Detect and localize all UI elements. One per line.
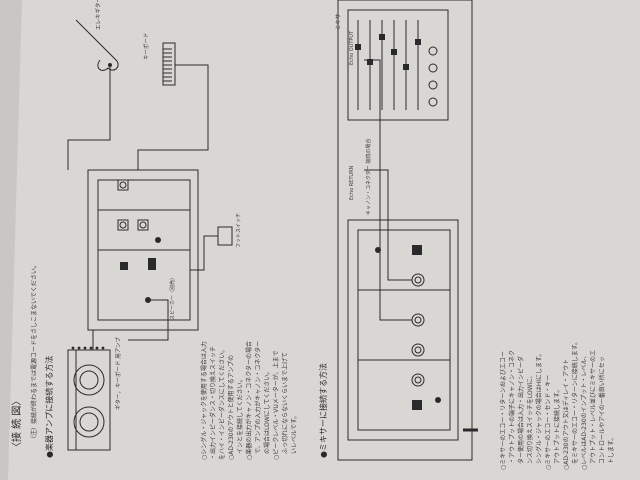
guitar-amp-box bbox=[67, 349, 111, 451]
svg-text:○シングル・ジャックを使用する場合は入力: ○シングル・ジャックを使用する場合は入力 bbox=[200, 341, 208, 460]
notes-amp: ○シングル・ジャックを使用する場合は入力 ・出力インピーダンス・切り換えスイッチ… bbox=[200, 341, 298, 460]
intro-note: （注）接続が終わるまでは電源コードをさしこまないでください。 bbox=[30, 262, 38, 442]
keyboard-label: キーボード bbox=[142, 32, 150, 60]
svg-text:ター使用の場合は入力・出力インピーダ: ター使用の場合は入力・出力インピーダ bbox=[517, 356, 525, 470]
svg-text:・アウトプットの端子にキャノン・コネク: ・アウトプットの端子にキャノン・コネク bbox=[508, 350, 516, 470]
keyboard-cable bbox=[137, 64, 209, 170]
svg-text:トします。: トします。 bbox=[608, 435, 615, 470]
svg-text:シングル・ジャックの場合はHIにします。: シングル・ジャックの場合はHIにします。 bbox=[535, 351, 543, 470]
svg-text:○ミキサーのエコー・リターンおよびエコー: ○ミキサーのエコー・リターンおよびエコー bbox=[499, 351, 507, 470]
svg-text:インとを接続してください。: インとを接続してください。 bbox=[236, 376, 244, 460]
section-amp-heading: ●楽器アンプに接続する方法 bbox=[44, 356, 54, 458]
svg-text:○AD-230のアウトと使用するアンプの: ○AD-230のアウトと使用するアンプの bbox=[227, 355, 235, 460]
svg-text:・出力インピーダンス・切り換えスイッチ: ・出力インピーダンス・切り換えスイッチ bbox=[209, 346, 217, 460]
guitar-cable bbox=[67, 65, 111, 170]
mixer-jacks bbox=[428, 46, 438, 107]
page-title-heading: 〈接 続 図〉 bbox=[10, 396, 23, 452]
echo-return-cable bbox=[364, 169, 412, 281]
amp-knobs bbox=[71, 346, 105, 350]
keyboard bbox=[162, 42, 176, 86]
svg-text:の場合はLOWにしてください。: の場合はLOWにしてください。 bbox=[263, 369, 271, 460]
speaker-label: スピーカー（別売） bbox=[169, 275, 176, 320]
svg-text:○レベルはAD-230のインプット・レベル、: ○レベルはAD-230のインプット・レベル、 bbox=[581, 353, 588, 470]
svg-text:○ミキサーのエコー・センド・キー: ○ミキサーのエコー・センド・キー bbox=[545, 375, 552, 470]
svg-text:で、アンプの入力がキャノン・コネクター: で、アンプの入力がキャノン・コネクター bbox=[254, 341, 262, 460]
mixer-faders bbox=[355, 20, 421, 110]
svg-text:アウトプット・レベル並びにミキサーのエ: アウトプット・レベル並びにミキサーのエ bbox=[589, 350, 597, 470]
svg-text:○ピークレベル・VUメーターが、上まで: ○ピークレベル・VUメーターが、上まで bbox=[272, 350, 280, 460]
svg-text:をミキサーのエコー・リターンに接続します。: をミキサーのエコー・リターンに接続します。 bbox=[571, 339, 579, 470]
svg-text:ふっ切れにならないくらいまで上げて: ふっ切れにならないくらいまで上げて bbox=[281, 352, 289, 460]
unit-jacks-top bbox=[117, 179, 161, 303]
svg-text:○楽器の出力がキャノン・コネクターの場合: ○楽器の出力がキャノン・コネクターの場合 bbox=[245, 341, 253, 460]
electric-guitar bbox=[75, 19, 119, 71]
cable-note: キャノン・コネクター 接続の場合 bbox=[365, 139, 372, 215]
ad230-unit-top bbox=[87, 169, 199, 331]
echo-output-label: Echo OUTPUT bbox=[349, 30, 355, 65]
svg-text:○AD-230のアウト又はディレイ・アウト: ○AD-230のアウト又はディレイ・アウト bbox=[562, 359, 570, 470]
diagram-mixer: キャノン・コネクター 接続の場合 bbox=[335, 0, 478, 461]
mixer-label: ミキサー bbox=[335, 8, 342, 30]
guitar-label: エレキギター bbox=[94, 0, 102, 30]
diagram-instrument-amp: ギター，キーボード 用アンプ フットスイッチ スピーカー（別売 bbox=[67, 0, 242, 451]
amp-speaker-left bbox=[73, 406, 105, 438]
svg-text:コントロールやアイの一番良い所にセッ: コントロールやアイの一番良い所にセッ bbox=[598, 356, 606, 470]
footswitch-cable bbox=[190, 235, 218, 271]
svg-text:をハイ・インピーダンスにしてください。: をハイ・インピーダンスにしてください。 bbox=[218, 347, 226, 460]
page-edge-shadow bbox=[0, 0, 22, 480]
amp-label: ギター，キーボード 用アンプ bbox=[114, 337, 122, 410]
mixer-box bbox=[347, 9, 449, 121]
svg-text:いレベルです。: いレベルです。 bbox=[291, 413, 298, 460]
footswitch-label: フットスイッチ bbox=[236, 213, 242, 248]
rotated-page-content: 〈接 続 図〉 （注）接続が終わるまでは電源コードをさしこまないでください。 ●… bbox=[10, 0, 478, 461]
mixer-diagram-frame bbox=[337, 0, 473, 461]
notes-mixer-block: ○ミキサーのエコー・リターンおよびエコー ・アウトプットの端子にキャノン・コネク… bbox=[499, 339, 615, 470]
svg-text:アウトプットに接続します。: アウトプットに接続します。 bbox=[553, 387, 561, 470]
echo-return-label: Echo RETURN bbox=[349, 165, 355, 200]
ad230-unit-bottom bbox=[347, 219, 459, 441]
amp-speaker-right bbox=[73, 364, 105, 396]
section-mixer-heading: ●ミキサーに接続する方法 bbox=[318, 363, 328, 458]
svg-text:ンス切り換えスイッチをLOWに、: ンス切り換えスイッチをLOWに、 bbox=[526, 373, 534, 471]
